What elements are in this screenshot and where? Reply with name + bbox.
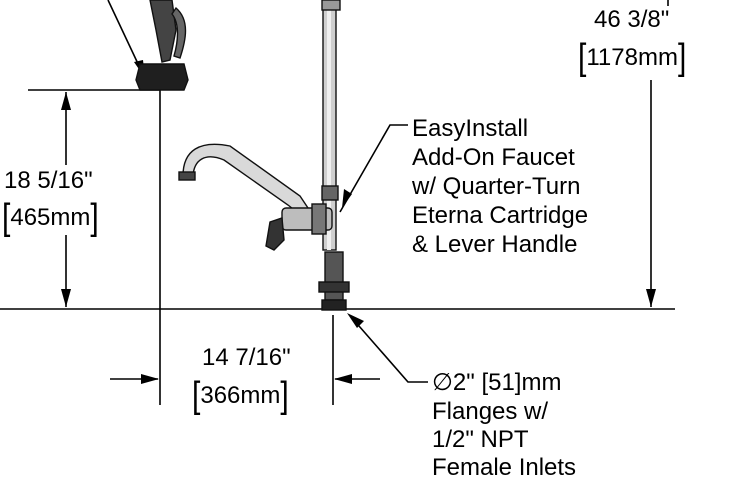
bracket-close: ] <box>90 196 99 238</box>
faucet-callout-line-2: Add-On Faucet <box>412 144 575 171</box>
sprayer-height-metric: 465mm <box>10 204 91 231</box>
overall-height-metric: 1178mm <box>586 44 678 71</box>
bracket-open: [ <box>2 196 11 238</box>
bracket-close: ] <box>280 374 289 416</box>
horizontal-imperial: 14 7/16" <box>202 344 291 371</box>
horizontal-metric-group: [366mm] <box>192 377 289 415</box>
overall-height-metric-group: [1178mm] <box>578 39 686 77</box>
faucet-callout-line-3: w/ Quarter-Turn <box>412 173 581 200</box>
horizontal-metric: 366mm <box>200 382 281 409</box>
bracket-open: [ <box>578 36 587 78</box>
sprayer-height-metric-group: [465mm] <box>2 199 99 237</box>
riser-pipe <box>318 0 350 311</box>
spray-valve <box>135 0 189 91</box>
overall-height-imperial: 46 3/8" <box>594 6 670 33</box>
lever-handle <box>265 217 285 251</box>
add-on-faucet <box>178 143 333 251</box>
sprayer-height-imperial: 18 5/16" <box>4 167 93 194</box>
faucet-leader <box>339 124 408 213</box>
flange-size: 2" [51]mm <box>452 369 562 396</box>
flange-callout-line-2: Flanges w/ <box>432 398 549 425</box>
flange-leader <box>351 317 428 383</box>
sprayer-leader <box>107 0 141 69</box>
faucet-callout-line-5: & Lever Handle <box>412 231 578 258</box>
flange-callout-line-1: ∅2" [51]mm <box>432 370 561 395</box>
bracket-close: ] <box>677 36 687 78</box>
faucet-callout-line-1: EasyInstall <box>412 115 529 142</box>
flange-callout-line-3: 1/2" NPT <box>432 426 529 453</box>
flange-callout-line-4: Female Inlets <box>432 454 577 481</box>
diameter-icon: ∅ <box>432 369 453 396</box>
bracket-open: [ <box>192 374 201 416</box>
faucet-callout-line-4: Eterna Cartridge <box>412 202 589 229</box>
